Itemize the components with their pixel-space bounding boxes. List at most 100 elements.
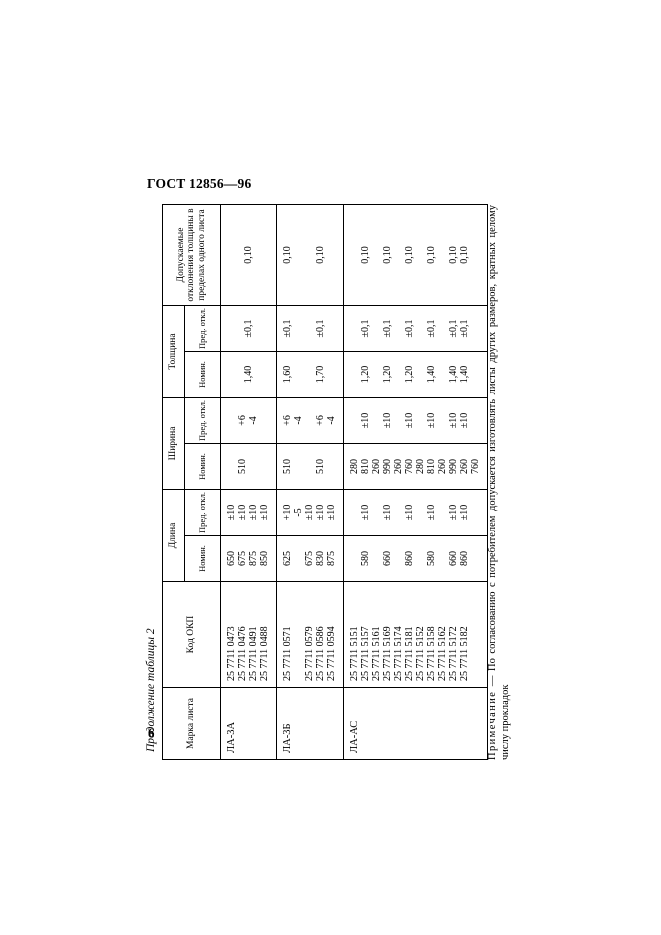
thickness-dev-value: ±0,1 xyxy=(426,319,437,338)
tolerance-cell: 0,10 0,10 xyxy=(276,204,344,306)
okp-code: 25 7711 5157 xyxy=(360,626,371,681)
thickness-value xyxy=(371,354,382,395)
col-header-thickness-nominal: Номин. xyxy=(184,351,221,398)
tolerance-value xyxy=(349,207,360,303)
thickness-dev-value xyxy=(371,308,382,349)
okp-code: 25 7711 5151 xyxy=(349,626,360,681)
length-value: 850 xyxy=(259,551,270,566)
width-value: 990 xyxy=(448,458,459,474)
width-value: 510 xyxy=(315,458,326,474)
width-value xyxy=(293,446,304,487)
tolerance-value: 0,10 xyxy=(360,246,371,264)
thickness-value: 1,60 xyxy=(282,365,293,384)
width-dev-value: +6 xyxy=(237,415,248,426)
thickness-deviation-cell: ±0,1 ±0,1 xyxy=(276,305,344,352)
okp-code: 25 7711 5161 xyxy=(371,626,382,681)
page-number: 6 xyxy=(148,725,155,740)
width-value: 260 xyxy=(437,458,448,474)
width-dev-value: +6 xyxy=(315,415,326,426)
tolerance-value xyxy=(415,207,426,303)
thickness-value: 1,40 xyxy=(448,365,459,384)
col-header-length-deviation: Пред. откл. xyxy=(184,489,221,536)
thickness-dev-value xyxy=(437,308,448,349)
okp-code: 25 7711 5158 xyxy=(426,626,437,681)
width-value xyxy=(248,446,259,487)
okp-code: 25 7711 5181 xyxy=(404,626,415,681)
width-deviation-cell: +6 -4 xyxy=(220,397,277,444)
length-dev-value: ±10 xyxy=(426,504,437,521)
tolerance-value: 0,10 xyxy=(382,246,393,264)
thickness-dev-value xyxy=(326,308,337,349)
thickness-dev-value: ±0,1 xyxy=(404,319,415,338)
thickness-dev-value: ±0,1 xyxy=(315,319,326,338)
width-dev-value: ±10 xyxy=(426,412,437,429)
mark-cell: ЛА-АС xyxy=(343,687,488,760)
length-dev-value: ±10 xyxy=(382,504,393,521)
tolerance-value xyxy=(371,207,382,303)
thickness-dev-value xyxy=(293,308,304,349)
length-dev-value xyxy=(349,492,360,533)
length-dev-value: ±10 xyxy=(459,504,470,521)
length-value xyxy=(415,538,426,579)
width-nominal-cell: 510 xyxy=(220,443,277,490)
tolerance-value xyxy=(326,207,337,303)
col-header-width-nominal: Номин. xyxy=(184,443,221,490)
okp-code xyxy=(293,584,304,681)
tolerance-value xyxy=(304,207,315,303)
width-dev-value xyxy=(393,400,404,441)
width-dev-value: +6 xyxy=(282,415,293,426)
thickness-dev-value xyxy=(393,308,404,349)
thickness-value xyxy=(293,354,304,395)
thickness-dev-value: ±0,1 xyxy=(382,319,393,338)
okp-code: 25 7711 5182 xyxy=(459,626,470,681)
table-row: ЛА-АС 25 7711 5151 25 7711 5157 25 7711 … xyxy=(343,204,488,760)
col-header-tolerance: Допускаемые отклонения толщины в предела… xyxy=(162,204,221,306)
rotated-table-block: Продолжение таблицы 2 Марка листа Код ОК… xyxy=(145,203,530,760)
table-caption: Продолжение таблицы 2 xyxy=(145,628,157,752)
thickness-nominal-cell: 1,60 1,70 xyxy=(276,351,344,398)
col-header-okp: Код ОКП xyxy=(162,581,221,688)
width-dev-value: ±10 xyxy=(448,412,459,429)
mark-cell: ЛА-3Б xyxy=(276,687,344,760)
thickness-value xyxy=(349,354,360,395)
length-dev-value: ±10 xyxy=(248,504,259,521)
thickness-value xyxy=(415,354,426,395)
tolerance-value: 0,10 xyxy=(448,246,459,264)
thickness-value: 1,40 xyxy=(459,365,470,384)
length-dev-value: ±10 xyxy=(237,504,248,521)
thickness-value xyxy=(393,354,404,395)
thickness-dev-value xyxy=(349,308,360,349)
width-value xyxy=(259,446,270,487)
data-table: Марка листа Код ОКП Длина Ширина Толщина… xyxy=(162,203,488,760)
width-value: 280 xyxy=(415,458,426,474)
col-header-thickness-deviation: Пред. откл. xyxy=(184,305,221,352)
width-value: 260 xyxy=(459,458,470,474)
length-dev-value: ±10 xyxy=(448,504,459,521)
length-dev-value: ±10 xyxy=(360,504,371,521)
thickness-dev-value: ±0,1 xyxy=(282,319,293,338)
length-dev-value: ±10 xyxy=(315,504,326,521)
length-dev-value: ±10 xyxy=(404,504,415,521)
thickness-nominal-cell: 1,20 1,20 1,20 1,40 1,40 1,40 xyxy=(343,351,488,398)
length-value: 625 xyxy=(282,551,293,566)
length-dev-value: ±10 xyxy=(259,504,270,521)
tolerance-value xyxy=(437,207,448,303)
tolerance-value: 0,10 xyxy=(315,246,326,264)
width-value: 760 xyxy=(404,458,415,474)
okp-code: 25 7711 0488 xyxy=(259,626,270,681)
table-row: ЛА-3Б 25 7711 0571 25 7711 0579 25 7711 … xyxy=(276,204,344,760)
tolerance-value: 0,10 xyxy=(282,246,293,264)
okp-code: 25 7711 0476 xyxy=(237,626,248,681)
note-text: — По согласованию с потребителем допуска… xyxy=(487,205,512,760)
length-nominal-cell: 580 660 860 580 660 860 xyxy=(343,535,488,582)
tolerance-cell: 0,10 xyxy=(220,204,277,306)
length-dev-value xyxy=(393,492,404,533)
width-value: 280 xyxy=(349,458,360,474)
okp-code: 25 7711 5152 xyxy=(415,626,426,681)
width-dev-value xyxy=(259,400,270,441)
length-dev-value: -5 xyxy=(293,508,304,517)
width-value: 810 xyxy=(360,458,371,474)
okp-code: 25 7711 5174 xyxy=(393,626,404,681)
thickness-value: 1,20 xyxy=(404,365,415,384)
okp-code: 25 7711 0491 xyxy=(248,626,259,681)
